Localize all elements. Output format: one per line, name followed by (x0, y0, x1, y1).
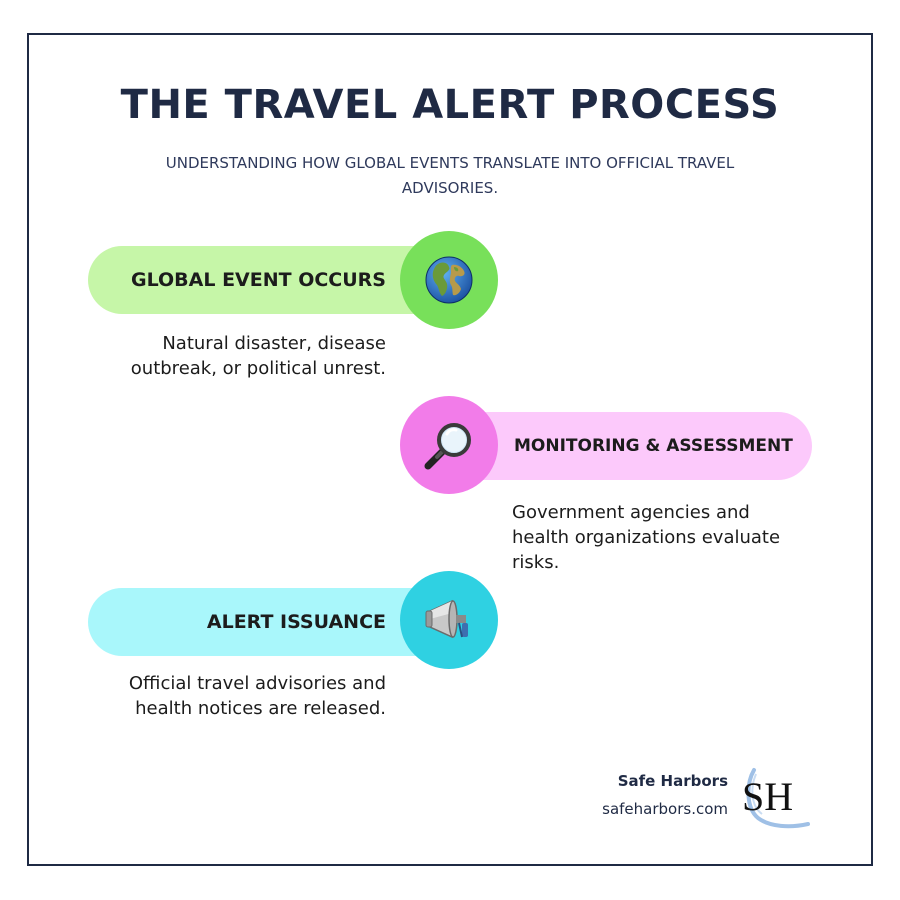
magnifying-glass-icon (422, 418, 476, 472)
step-1-description: Natural disaster, disease outbreak, or p… (130, 333, 386, 379)
step-1-label: GLOBAL EVENT OCCURS (130, 269, 386, 291)
megaphone-icon (422, 593, 476, 647)
page-subtitle: UNDERSTANDING HOW GLOBAL EVENTS TRANSLAT… (165, 154, 735, 197)
step-3-description: Official travel advisories and health no… (128, 673, 386, 719)
globe-icon (424, 255, 474, 305)
step-2-label: MONITORING & ASSESSMENT (514, 436, 793, 456)
step-3-icon-badge (400, 571, 498, 669)
step-2-icon-badge (400, 396, 498, 494)
logo-monogram: SH (742, 774, 793, 819)
brand-name: Safe Harbors (617, 772, 728, 790)
brand-logo: SH (738, 764, 812, 830)
step-1-pill: GLOBAL EVENT OCCURS (88, 246, 448, 314)
page-title: THE TRAVEL ALERT PROCESS (120, 82, 780, 128)
step-3-label: ALERT ISSUANCE (206, 611, 386, 633)
step-1-icon-badge (400, 231, 498, 329)
step-3-pill: ALERT ISSUANCE (88, 588, 448, 656)
step-2-description: Government agencies and health organizat… (512, 502, 781, 573)
brand-url[interactable]: safeharbors.com (602, 800, 728, 818)
step-2-pill: MONITORING & ASSESSMENT (450, 412, 812, 480)
